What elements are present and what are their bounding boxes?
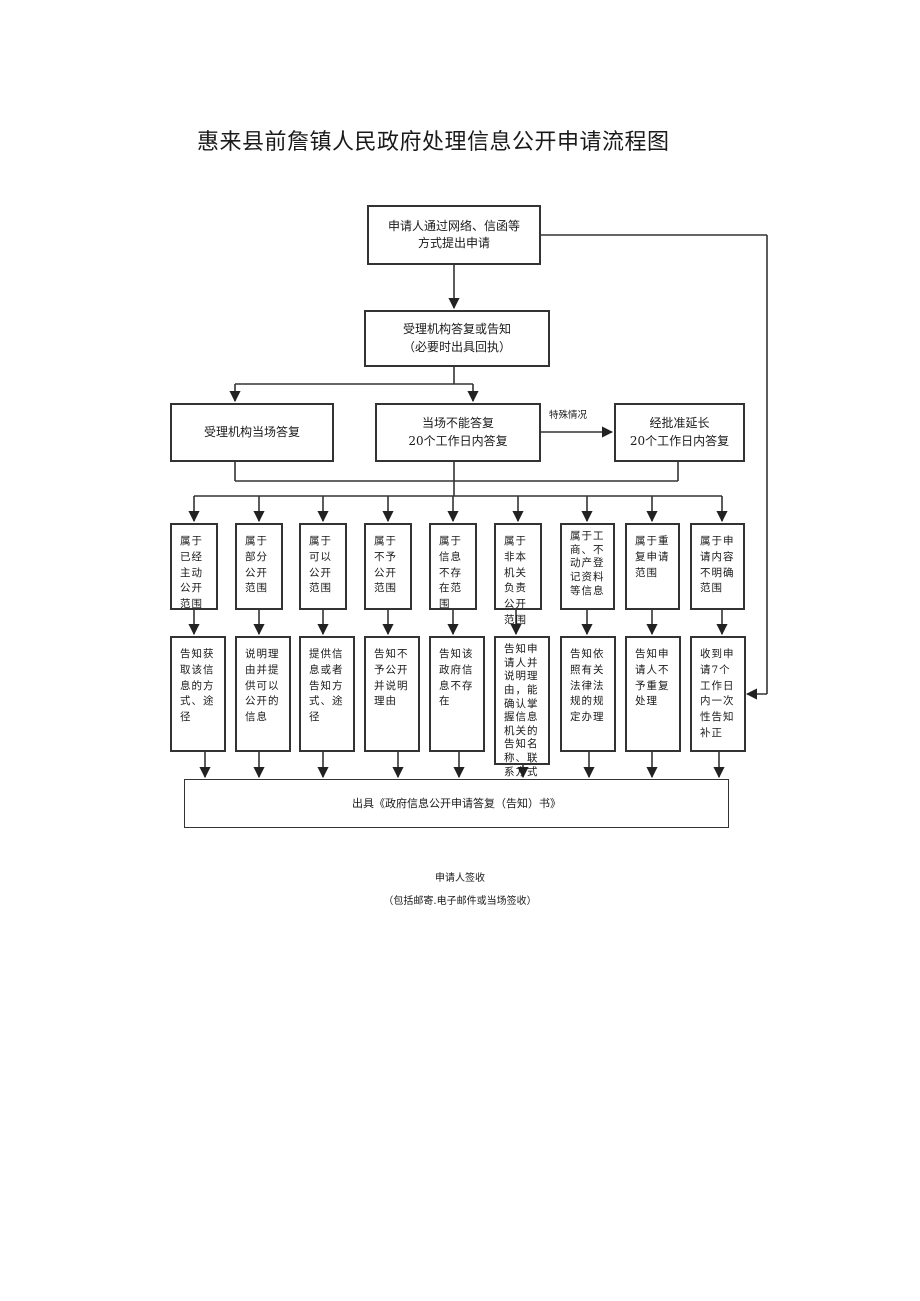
response-box: 告知申请人不予重复处理 bbox=[625, 636, 681, 752]
response-box: 提供信息或者告知方式、途径 bbox=[299, 636, 355, 752]
category-box: 属于信息不存在范围 bbox=[429, 523, 477, 610]
node-cannot-reply: 当场不能答复 20个工作日内答复 bbox=[375, 403, 541, 462]
node-apply: 申请人通过网络、信函等 方式提出申请 bbox=[367, 205, 541, 265]
node-accept: 受理机构答复或告知 （必要时出具回执） bbox=[364, 310, 550, 367]
category-box: 属于不予公开范围 bbox=[364, 523, 412, 610]
label-special-case: 特殊情况 bbox=[549, 410, 588, 421]
response-box: 告知该政府信息不存在 bbox=[429, 636, 485, 752]
category-box: 属于已经主动公开范围 bbox=[170, 523, 218, 610]
node-extend: 经批准延长 20个工作日内答复 bbox=[614, 403, 745, 462]
category-box: 属于可以公开范围 bbox=[299, 523, 347, 610]
category-box: 属于申请内容不明确范围 bbox=[690, 523, 745, 610]
category-box: 属于重复申请范围 bbox=[625, 523, 680, 610]
node-on-site-reply: 受理机构当场答复 bbox=[170, 403, 334, 462]
category-box: 属于工商、不动产登记资料等信息 bbox=[560, 523, 615, 610]
page-title: 惠来县前詹镇人民政府处理信息公开申请流程图 bbox=[197, 130, 670, 155]
response-box: 告知不予公开并说明理由 bbox=[364, 636, 420, 752]
footer-sign-note: （包括邮寄.电子邮件或当场签收） bbox=[383, 896, 537, 907]
footer-sign: 申请人签收 bbox=[435, 873, 485, 884]
node-output-notice: 出具《政府信息公开申请答复（告知）书》 bbox=[184, 779, 729, 828]
response-box: 收到申请7个工作日内一次性告知补正 bbox=[690, 636, 746, 752]
response-box: 说明理由并提供可以公开的信息 bbox=[235, 636, 291, 752]
response-box: 告知获取该信息的方式、途径 bbox=[170, 636, 226, 752]
response-box: 告知依照有关法律法规的规定办理 bbox=[560, 636, 616, 752]
category-box: 属于非本机关负责公开范围 bbox=[494, 523, 542, 626]
category-box: 属于部分公开范围 bbox=[235, 523, 283, 610]
response-box: 告知申请人并说明理由，能确认掌握信息机关的告知名称、联系方式 bbox=[494, 636, 550, 778]
